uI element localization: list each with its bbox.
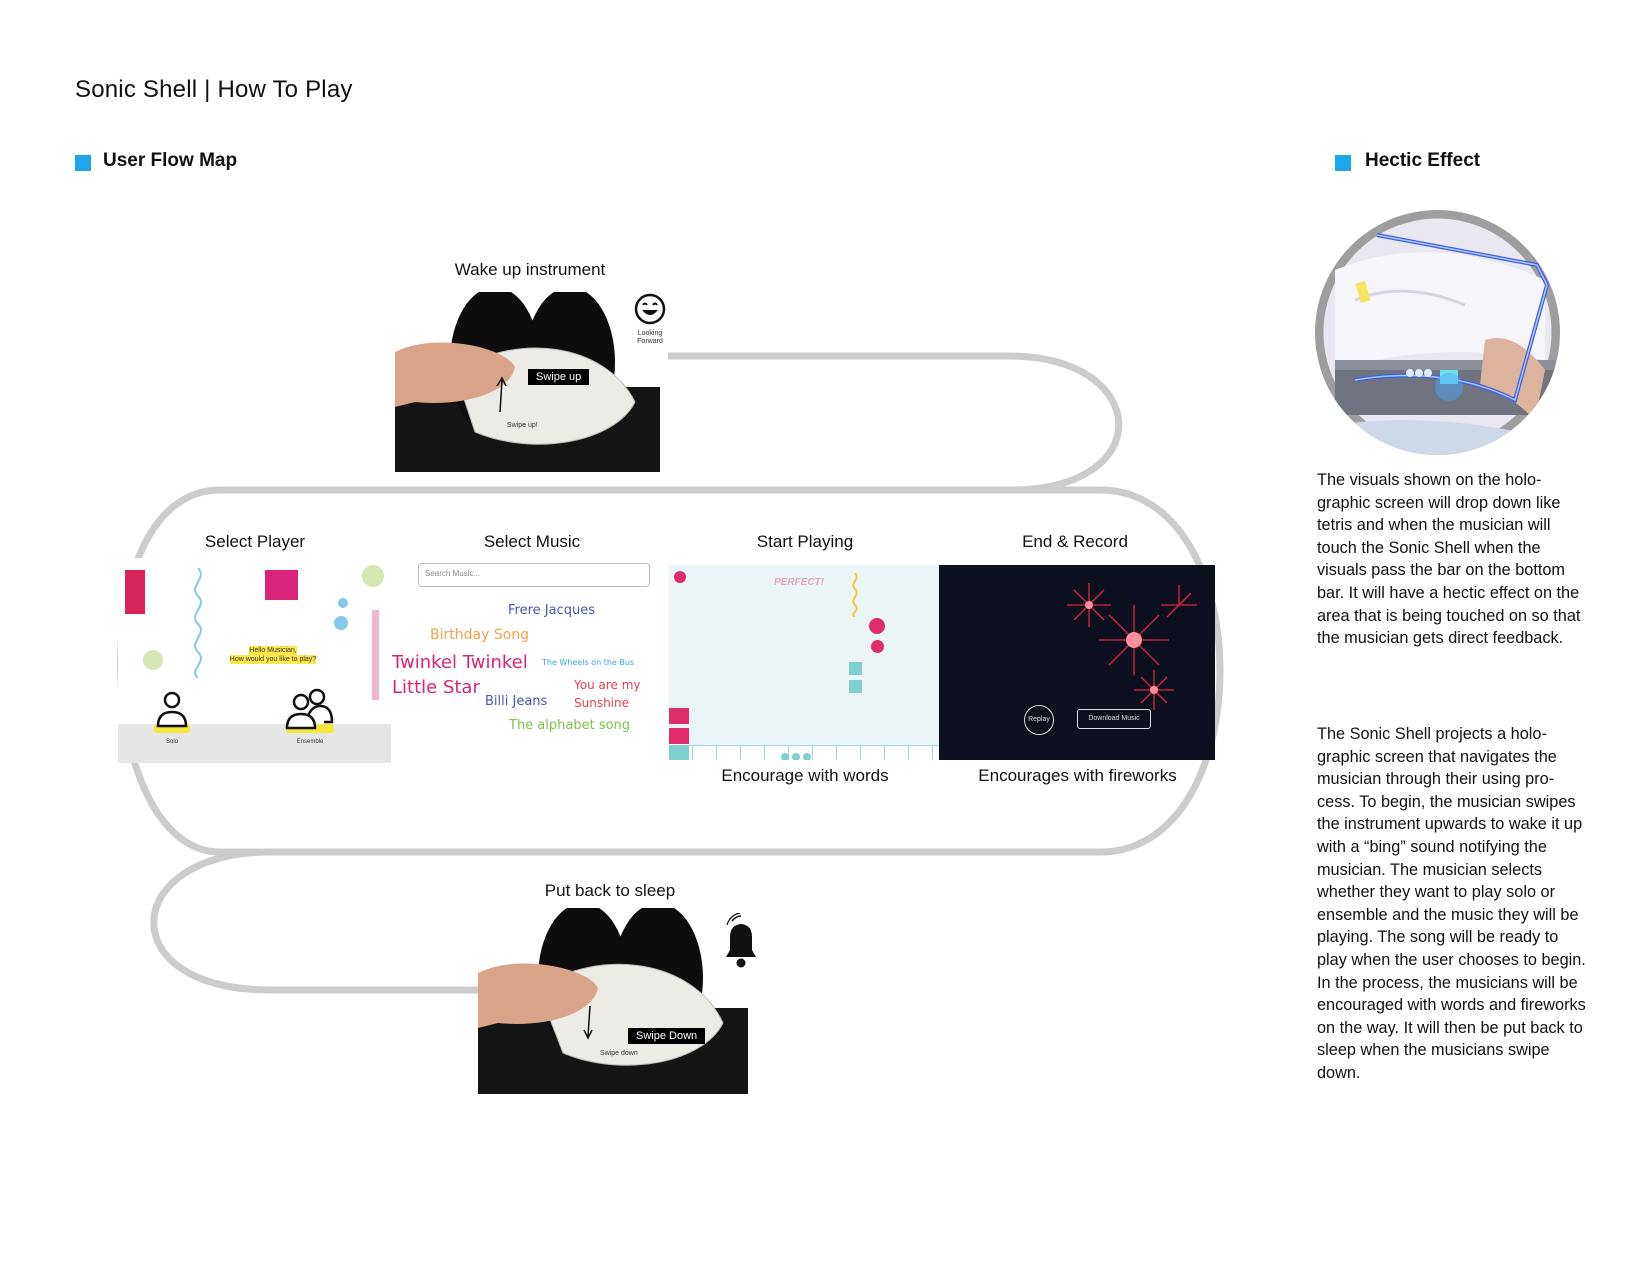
- song-item[interactable]: The Wheels on the Bus: [542, 658, 635, 667]
- swipe-up-label: Swipe up: [528, 369, 590, 385]
- note-dot: [674, 571, 686, 583]
- decor-dot: [338, 598, 348, 608]
- section-title-hectic-effect: Hectic Effect: [1365, 150, 1481, 171]
- section-marker: [75, 155, 91, 171]
- select-player-screen: Hello Musician, How would you like to pl…: [118, 558, 391, 763]
- song-item[interactable]: Billi Jeans: [485, 694, 548, 709]
- start-playing-caption: Encourage with words: [721, 766, 889, 785]
- hit-bar: [669, 745, 939, 760]
- song-item[interactable]: Frere Jacques: [508, 603, 595, 618]
- feedback-word: PERFECT!: [774, 577, 824, 588]
- note-block: [849, 662, 862, 675]
- song-item[interactable]: Birthday Song: [430, 627, 530, 643]
- wake-up-photo: Swipe up Swipe up!: [395, 292, 660, 472]
- hectic-paragraph-1: The visuals shown on the holo-graphic sc…: [1317, 471, 1581, 648]
- ensemble-label: Ensemble: [296, 739, 324, 745]
- note-wave: [852, 573, 858, 617]
- download-music-button[interactable]: Download Music: [1077, 709, 1151, 729]
- ensemble-option[interactable]: Ensemble: [280, 686, 340, 745]
- solo-option[interactable]: Solo: [148, 688, 196, 745]
- smiley-face-icon: [634, 293, 666, 325]
- start-playing-label: Start Playing: [756, 532, 854, 551]
- decor-dot: [143, 650, 163, 670]
- section-title-user-flow: User Flow Map: [103, 150, 238, 171]
- section-marker: [1335, 155, 1351, 171]
- search-music-placeholder: Search Music...: [425, 569, 481, 578]
- solo-label: Solo: [165, 739, 178, 745]
- note-dot: [869, 618, 885, 634]
- end-record-label: End & Record: [1022, 532, 1128, 551]
- select-player-label: Select Player: [204, 532, 306, 551]
- sleep-label: Put back to sleep: [544, 881, 676, 900]
- start-playing-screen: PERFECT!: [669, 565, 939, 760]
- bell-icon: [726, 913, 756, 968]
- end-record-caption: Encourages with fireworks: [978, 766, 1177, 785]
- greeting-line-1: Hello Musician,: [249, 646, 297, 655]
- greeting-line-2: How would you like to play?: [229, 655, 317, 664]
- hit-bar-active: [669, 745, 689, 760]
- song-item[interactable]: The alphabet song: [509, 718, 631, 733]
- decor-bar: [125, 570, 145, 614]
- swipe-down-label: Swipe Down: [628, 1028, 706, 1044]
- swipe-down-hint: Swipe down: [600, 1050, 638, 1057]
- emoji-caption-2: Forward: [637, 338, 663, 345]
- sleep-photo: Swipe Down Swipe down: [478, 908, 748, 1094]
- decor-square: [265, 570, 298, 600]
- note-dot: [871, 640, 884, 653]
- decor-wave: [194, 568, 202, 678]
- decor-dot: [362, 565, 384, 587]
- end-record-screen: Replay Download Music: [939, 565, 1215, 760]
- progress-dots: [781, 748, 811, 760]
- select-music-label: Select Music: [483, 532, 581, 551]
- greeting: Hello Musician, How would you like to pl…: [208, 646, 338, 664]
- person-icon: [154, 691, 190, 733]
- hectic-paragraph-2: The Sonic Shell projects a holo-graphic …: [1317, 725, 1586, 1082]
- song-item[interactable]: Sunshine: [574, 696, 630, 710]
- group-icon: [285, 688, 334, 733]
- looking-forward-emoji: Looking Forward: [630, 293, 670, 346]
- hectic-effect-image: [1315, 210, 1560, 455]
- wake-up-label: Wake up instrument: [454, 260, 606, 279]
- song-item[interactable]: You are my: [574, 678, 641, 692]
- fireworks: [1067, 583, 1197, 710]
- emoji-caption-1: Looking: [637, 330, 663, 337]
- decor-dot: [334, 616, 348, 630]
- song-item[interactable]: Twinkel Twinkel: [392, 652, 528, 673]
- note-block: [849, 680, 862, 693]
- decor-bar: [372, 610, 379, 700]
- page-title: Sonic Shell | How To Play: [75, 76, 353, 103]
- note-block: [669, 708, 689, 724]
- note-block: [669, 728, 689, 744]
- search-music-field[interactable]: Search Music...: [418, 563, 650, 587]
- select-music-screen: Search Music... Frere Jacques Birthday S…: [388, 558, 658, 763]
- song-item[interactable]: Little Star: [392, 677, 480, 698]
- replay-button[interactable]: Replay: [1024, 705, 1054, 735]
- swipe-up-hint: Swipe up!: [507, 422, 538, 429]
